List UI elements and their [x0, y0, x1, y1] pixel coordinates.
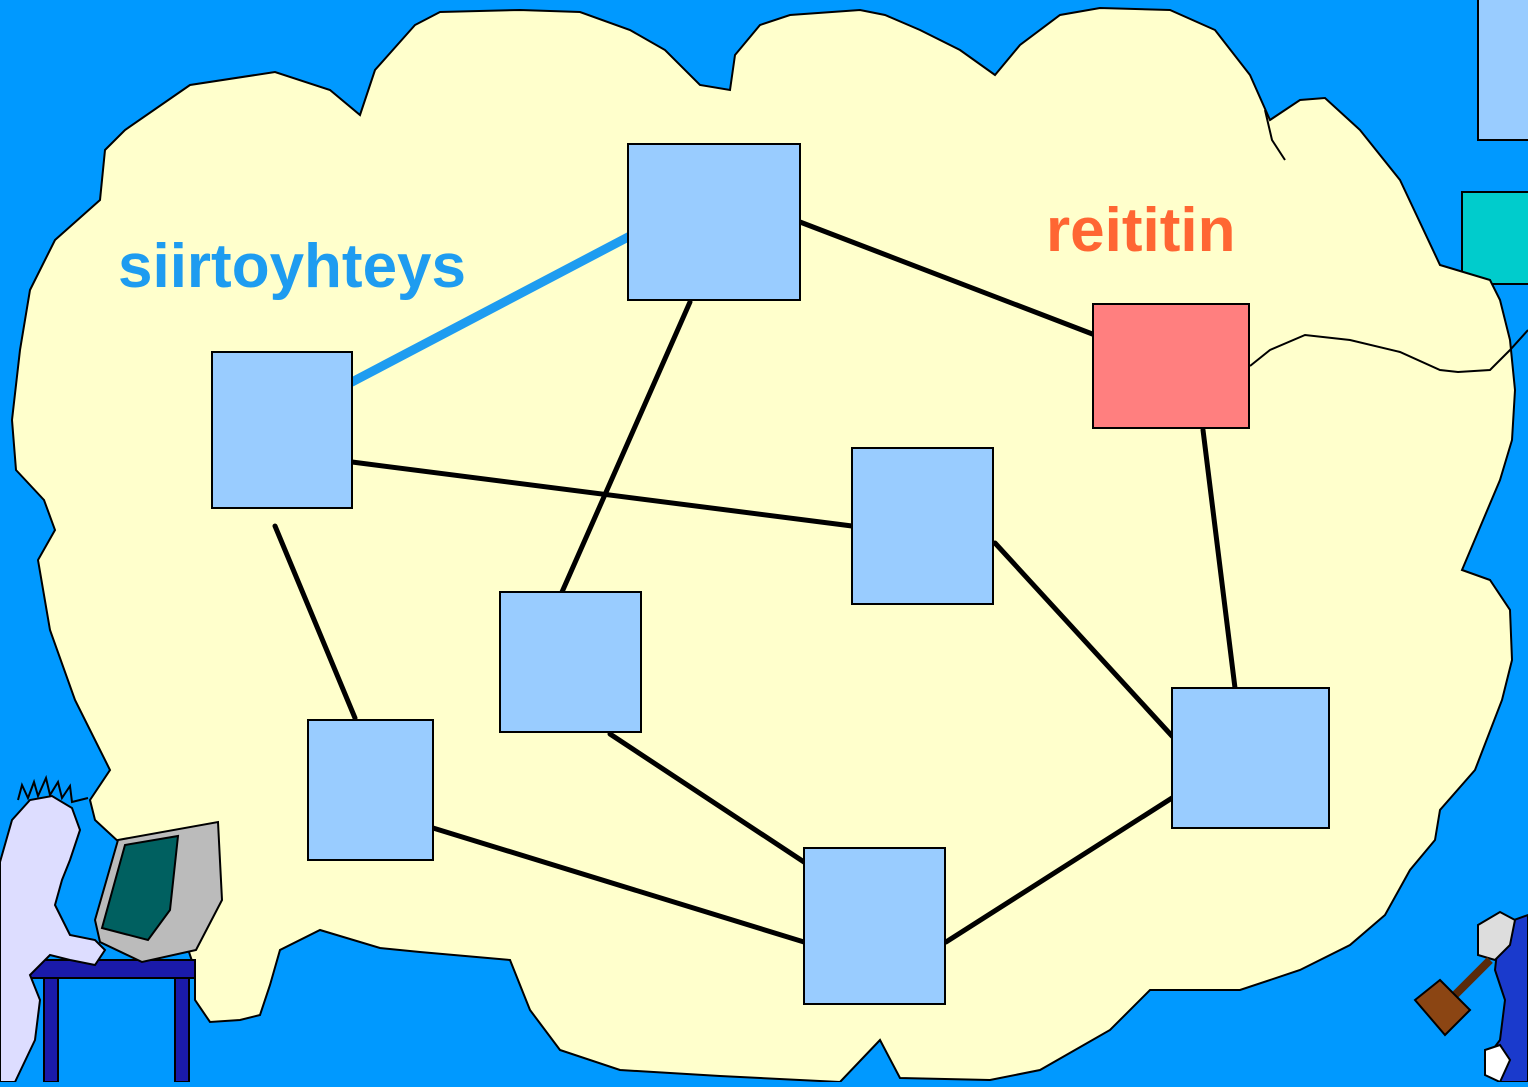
user-at-computer-icon	[0, 774, 224, 1083]
link-n1-n4	[349, 459, 855, 529]
link-n1-n6	[272, 523, 358, 721]
edge-box-top-right	[1477, 0, 1528, 141]
link-n5-n8	[607, 731, 807, 865]
node-n1	[211, 351, 353, 509]
node-n2	[627, 143, 801, 301]
link-n7-n8	[943, 795, 1175, 945]
link-router-n7	[1200, 427, 1238, 691]
link-n4-n7	[992, 540, 1175, 739]
person-with-hammer-icon	[1413, 910, 1528, 1084]
link-n2-n5	[559, 299, 693, 595]
link-n2-router	[797, 219, 1098, 338]
node-router	[1092, 303, 1250, 429]
link-n1-n2-highlighted	[347, 231, 635, 387]
node-n7	[1171, 687, 1330, 829]
links	[272, 219, 1238, 945]
node-n8	[803, 847, 946, 1005]
cloud-edge-line-2	[1264, 109, 1286, 161]
node-n6	[307, 719, 434, 861]
link-n6-n8	[430, 825, 807, 945]
router-label: reititin	[1046, 196, 1236, 265]
node-n4	[851, 447, 994, 605]
edge-box-teal	[1461, 191, 1528, 285]
node-n5	[499, 591, 642, 733]
link-label: siirtoyhteys	[118, 232, 467, 301]
cloud-edge-line	[1249, 329, 1528, 374]
